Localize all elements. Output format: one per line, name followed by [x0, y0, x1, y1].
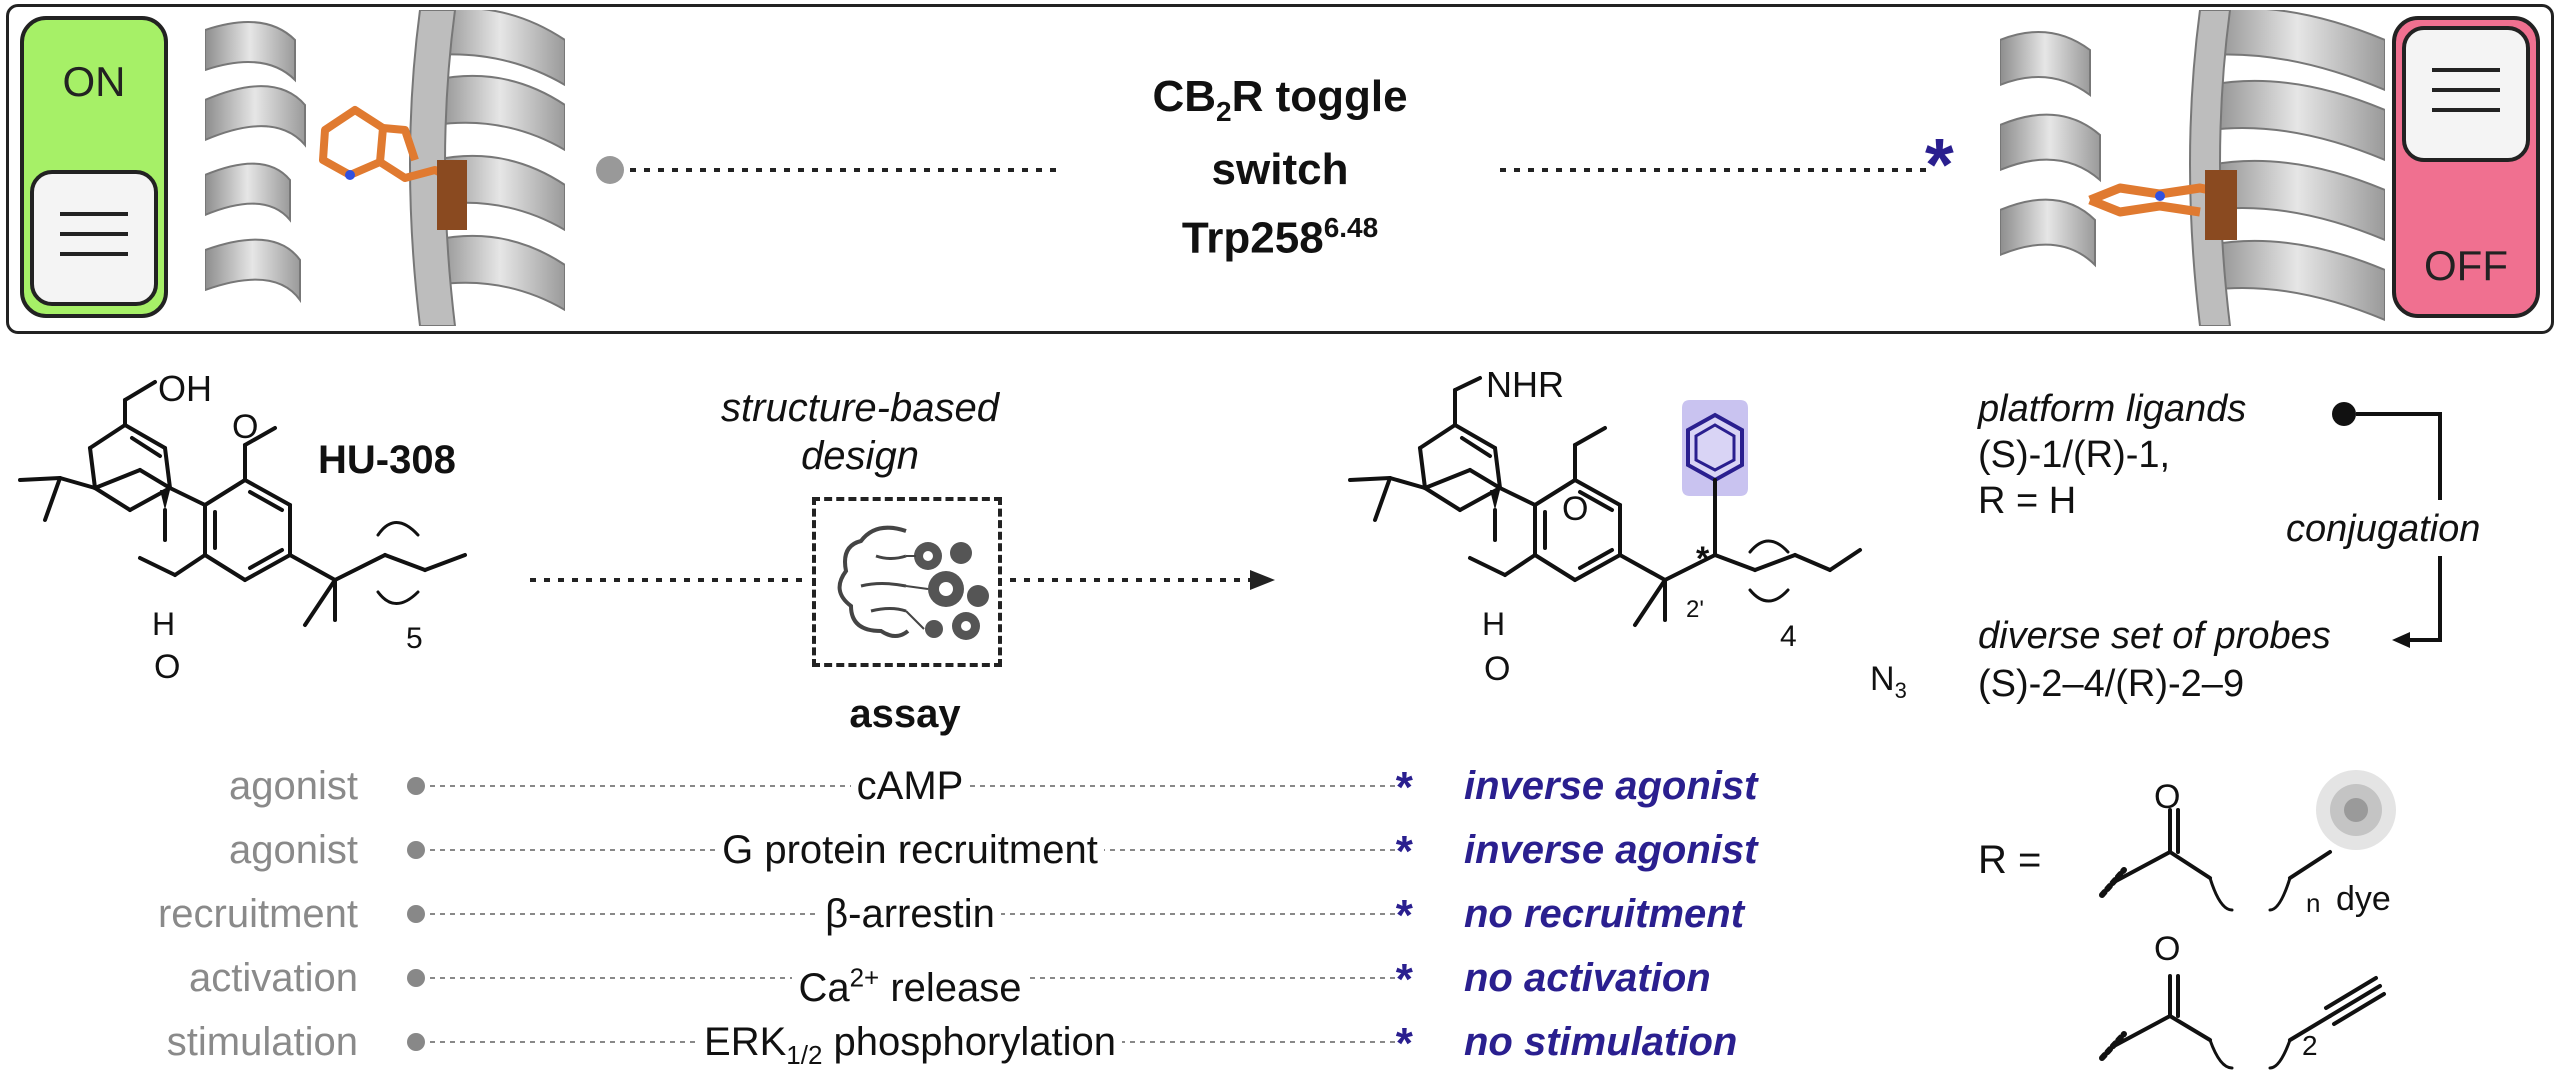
r-group-alkyne-structure	[2099, 974, 2386, 1070]
assay-wildtype-effect: agonist	[229, 764, 358, 808]
toggle-title: CB2R toggle switch Trp2586.48	[1060, 68, 1500, 267]
probe-h-label: H	[1482, 606, 1506, 642]
assay-label: assay	[849, 692, 961, 736]
title-line-2: switch	[1211, 144, 1349, 194]
off-switch-knob	[2402, 26, 2530, 162]
r-group-o1-label: O	[2154, 778, 2181, 816]
assay-name: cAMP	[660, 758, 1160, 814]
star-marker: *	[1394, 891, 1412, 940]
probe-stereo-star: *	[1696, 540, 1710, 578]
probe-nhr-label: NHR	[1486, 364, 1564, 405]
platform-ligands-text: platform ligands (S)-1/(R)-1, R = H	[1978, 388, 2247, 522]
design-label: structure-based design	[721, 386, 999, 478]
assay-probe-effect: no activation	[1464, 956, 1711, 1000]
title-line-1: CB2R toggle	[1152, 72, 1408, 127]
assay-probe-effect: no recruitment	[1464, 892, 1745, 936]
assay-row: agonist G protein recruitment * inverse ago…	[0, 822, 1820, 878]
r-group-o2-label: O	[2154, 930, 2181, 968]
protein-structure-on-image	[205, 10, 565, 326]
hu-308-oh-label: OH	[158, 368, 212, 409]
on-switch: ON	[20, 16, 168, 318]
assay-row: recruitment β-arrestin * no recruitment	[0, 886, 1820, 942]
assay-name: Ca2+ release	[660, 950, 1160, 1016]
probe-n3-label: N3	[1870, 660, 1907, 703]
conjugation-label: conjugation	[2286, 508, 2481, 550]
r-group-2-subscript: 2	[2302, 1030, 2318, 1061]
probe-o-top-label: O	[1562, 490, 1589, 528]
assay-probe-effect: inverse agonist	[1464, 764, 1758, 808]
hu-308-name: HU-308	[318, 438, 456, 482]
brain-gear-icon	[812, 497, 1002, 667]
assay-probe-effect: no stimulation	[1464, 1020, 1738, 1064]
assay-name: G protein recruitment	[660, 822, 1160, 878]
probes-text: diverse set of probes (S)-2–4/(R)-2–9	[1978, 615, 2331, 705]
title-line-3: Trp2586.48	[1181, 211, 1379, 263]
probe-structure	[1348, 376, 1862, 627]
star-marker: *	[1394, 827, 1412, 876]
hu-308-h-label: H	[152, 606, 176, 642]
r-group-n-subscript: n	[2306, 888, 2321, 918]
off-label: OFF	[2424, 242, 2508, 289]
assay-probe-effect: inverse agonist	[1464, 828, 1758, 872]
star-marker: *	[1394, 955, 1412, 1004]
on-label: ON	[62, 58, 126, 105]
hu-308-subscript-5: 5	[406, 622, 423, 655]
r-equals-label: R =	[1978, 838, 2042, 882]
hu-308-o-top-label: O	[232, 408, 259, 446]
probe-stereo-label: 2'	[1686, 596, 1704, 623]
menu-icon	[60, 212, 128, 256]
assay-row: agonist cAMP * inverse agonist	[0, 758, 1820, 814]
hu-308-structure	[18, 380, 467, 627]
star-marker: *	[1922, 123, 1951, 206]
toggle-connector	[596, 156, 1930, 184]
off-switch: OFF	[2392, 16, 2540, 318]
probe-o-bottom-label: O	[1484, 650, 1511, 688]
hu-308-o-bottom-label: O	[154, 648, 181, 686]
assay-name: β-arrestin	[660, 886, 1160, 942]
assay-wildtype-effect: recruitment	[157, 892, 358, 936]
assay-wildtype-effect: agonist	[229, 828, 358, 872]
conjugation-connector	[2332, 402, 2442, 648]
star-marker: *	[1394, 763, 1412, 812]
probe-subscript-4: 4	[1780, 620, 1797, 653]
protein-structure-off-image	[2000, 10, 2385, 326]
assay-wildtype-effect: activation	[189, 956, 358, 1000]
toggle-switch-panel	[6, 4, 2554, 334]
star-marker: *	[1394, 1019, 1412, 1068]
menu-icon	[2432, 68, 2500, 112]
design-connector	[530, 570, 1275, 590]
assay-wildtype-effect: stimulation	[166, 1020, 358, 1064]
on-switch-knob	[30, 170, 158, 306]
r-group-dye-structure	[2099, 770, 2396, 912]
assay-name: ERK1/2 phosphorylation	[660, 1014, 1160, 1083]
r-group-dye-label: dye	[2336, 880, 2391, 918]
